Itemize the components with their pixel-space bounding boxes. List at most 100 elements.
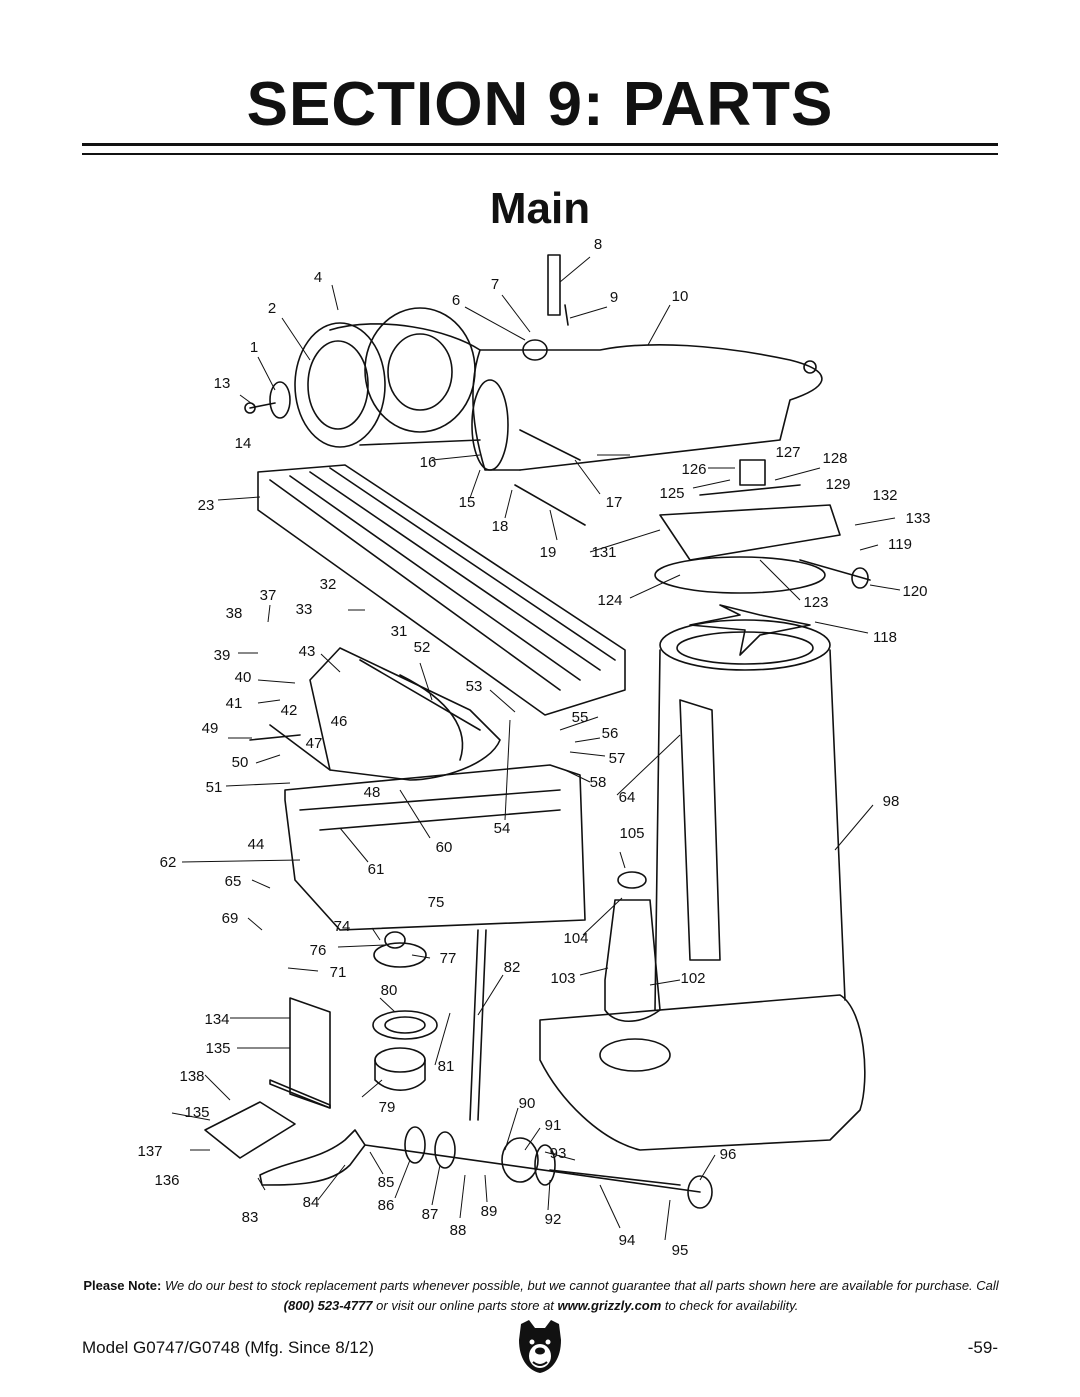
- part-callout-69: 69: [222, 910, 239, 927]
- part-callout-55: 55: [572, 709, 589, 726]
- part-callout-84: 84: [303, 1194, 320, 1211]
- note-text-3: to check for availability.: [661, 1298, 799, 1313]
- part-callout-118: 118: [873, 629, 897, 646]
- part-callout-131: 131: [591, 544, 616, 561]
- part-callout-102: 102: [680, 970, 705, 987]
- part-callout-137: 137: [137, 1143, 162, 1160]
- part-callout-138: 138: [179, 1068, 204, 1085]
- turret-drawing: [654, 459, 871, 594]
- part-callout-91: 91: [545, 1117, 562, 1134]
- note-phone: (800) 523-4777: [283, 1298, 373, 1313]
- part-callout-82: 82: [504, 959, 521, 976]
- part-callout-23: 23: [198, 497, 215, 514]
- footer-page-number: -59-: [967, 1338, 998, 1357]
- part-callout-125: 125: [659, 485, 684, 502]
- part-callout-51: 51: [206, 779, 223, 796]
- saddle-drawing: [309, 647, 501, 781]
- elevating-screw-drawing: [469, 929, 487, 1121]
- part-callout-60: 60: [436, 839, 453, 856]
- part-callout-134: 134: [204, 1011, 229, 1028]
- part-callout-7: 7: [491, 276, 499, 293]
- part-callout-41: 41: [226, 695, 243, 712]
- part-callout-80: 80: [381, 982, 398, 999]
- part-callout-15: 15: [459, 494, 476, 511]
- part-callout-76: 76: [310, 942, 327, 959]
- part-callout-95: 95: [672, 1242, 689, 1259]
- part-callout-93: 93: [550, 1145, 567, 1162]
- part-callout-43: 43: [299, 643, 316, 660]
- part-callout-42: 42: [281, 702, 298, 719]
- part-callout-127: 127: [775, 444, 800, 461]
- part-callout-104: 104: [563, 930, 588, 947]
- part-callout-126: 126: [681, 461, 706, 478]
- part-callout-83: 83: [242, 1209, 259, 1226]
- part-callout-50: 50: [232, 754, 249, 771]
- bearing-drawing: [372, 1010, 438, 1091]
- section-subtitle: Main: [489, 184, 591, 233]
- part-callout-133: 133: [905, 510, 930, 527]
- part-callout-9: 9: [610, 289, 618, 306]
- part-callout-87: 87: [422, 1206, 439, 1223]
- panel-drawing: [204, 997, 331, 1159]
- part-callout-103: 103: [550, 970, 575, 987]
- part-callout-135: 135: [184, 1104, 209, 1121]
- part-callout-85: 85: [378, 1174, 395, 1191]
- column-drawing: [654, 619, 846, 1011]
- head-assembly-drawing: [294, 307, 823, 471]
- note-text-2: or visit our online parts store at: [372, 1298, 558, 1313]
- part-callout-65: 65: [225, 873, 242, 890]
- part-callout-86: 86: [378, 1197, 395, 1214]
- part-callout-19: 19: [540, 544, 557, 561]
- title-rule-bottom: [82, 153, 998, 155]
- note-url[interactable]: www.grizzly.com: [557, 1298, 662, 1313]
- part-callout-94: 94: [619, 1232, 636, 1249]
- part-callout-33: 33: [296, 601, 313, 618]
- part-callout-88: 88: [450, 1222, 467, 1239]
- knob-drawing: [244, 381, 291, 419]
- part-callout-54: 54: [494, 820, 511, 837]
- part-callout-128: 128: [822, 450, 847, 467]
- part-callout-71: 71: [330, 964, 347, 981]
- part-callout-56: 56: [602, 725, 619, 742]
- please-note: Please Note: We do our best to stock rep…: [82, 1276, 1000, 1316]
- part-callout-47: 47: [306, 735, 323, 752]
- title-rule-top: [82, 143, 998, 146]
- part-callout-32: 32: [320, 576, 337, 593]
- part-callout-38: 38: [226, 605, 243, 622]
- part-callout-44: 44: [248, 836, 265, 853]
- part-callout-49: 49: [202, 720, 219, 737]
- spider-drawing: [689, 604, 811, 656]
- part-callout-2: 2: [268, 300, 276, 317]
- part-callout-37: 37: [260, 587, 277, 604]
- part-callout-53: 53: [466, 678, 483, 695]
- part-callout-105: 105: [619, 825, 644, 842]
- part-callout-120: 120: [902, 583, 927, 600]
- part-callout-77: 77: [440, 950, 457, 967]
- part-callout-48: 48: [364, 784, 381, 801]
- base-drawing: [539, 871, 866, 1151]
- part-callout-62: 62: [160, 854, 177, 871]
- part-callout-18: 18: [492, 518, 509, 535]
- part-callout-90: 90: [519, 1095, 536, 1112]
- part-callout-98: 98: [883, 793, 900, 810]
- part-callout-81: 81: [438, 1058, 455, 1075]
- part-callout-13: 13: [214, 375, 231, 392]
- part-callout-4: 4: [314, 269, 322, 286]
- part-callout-1: 1: [250, 339, 258, 356]
- bear-head-logo-icon: [519, 1320, 561, 1373]
- part-callout-16: 16: [420, 454, 437, 471]
- handwheel-drawing: [373, 931, 427, 968]
- part-callout-14: 14: [235, 435, 252, 452]
- part-callout-136: 136: [154, 1172, 179, 1189]
- part-callout-124: 124: [597, 592, 622, 609]
- part-callout-129: 129: [825, 476, 850, 493]
- knee-drawing: [249, 724, 586, 931]
- part-callout-119: 119: [888, 536, 912, 553]
- crank-shaft-drawing: [259, 1126, 713, 1209]
- page-title: SECTION 9: PARTS: [246, 70, 834, 139]
- part-callout-61: 61: [368, 861, 385, 878]
- part-callout-10: 10: [672, 288, 689, 305]
- note-text-1: We do our best to stock replacement part…: [161, 1278, 999, 1293]
- part-callout-39: 39: [214, 647, 231, 664]
